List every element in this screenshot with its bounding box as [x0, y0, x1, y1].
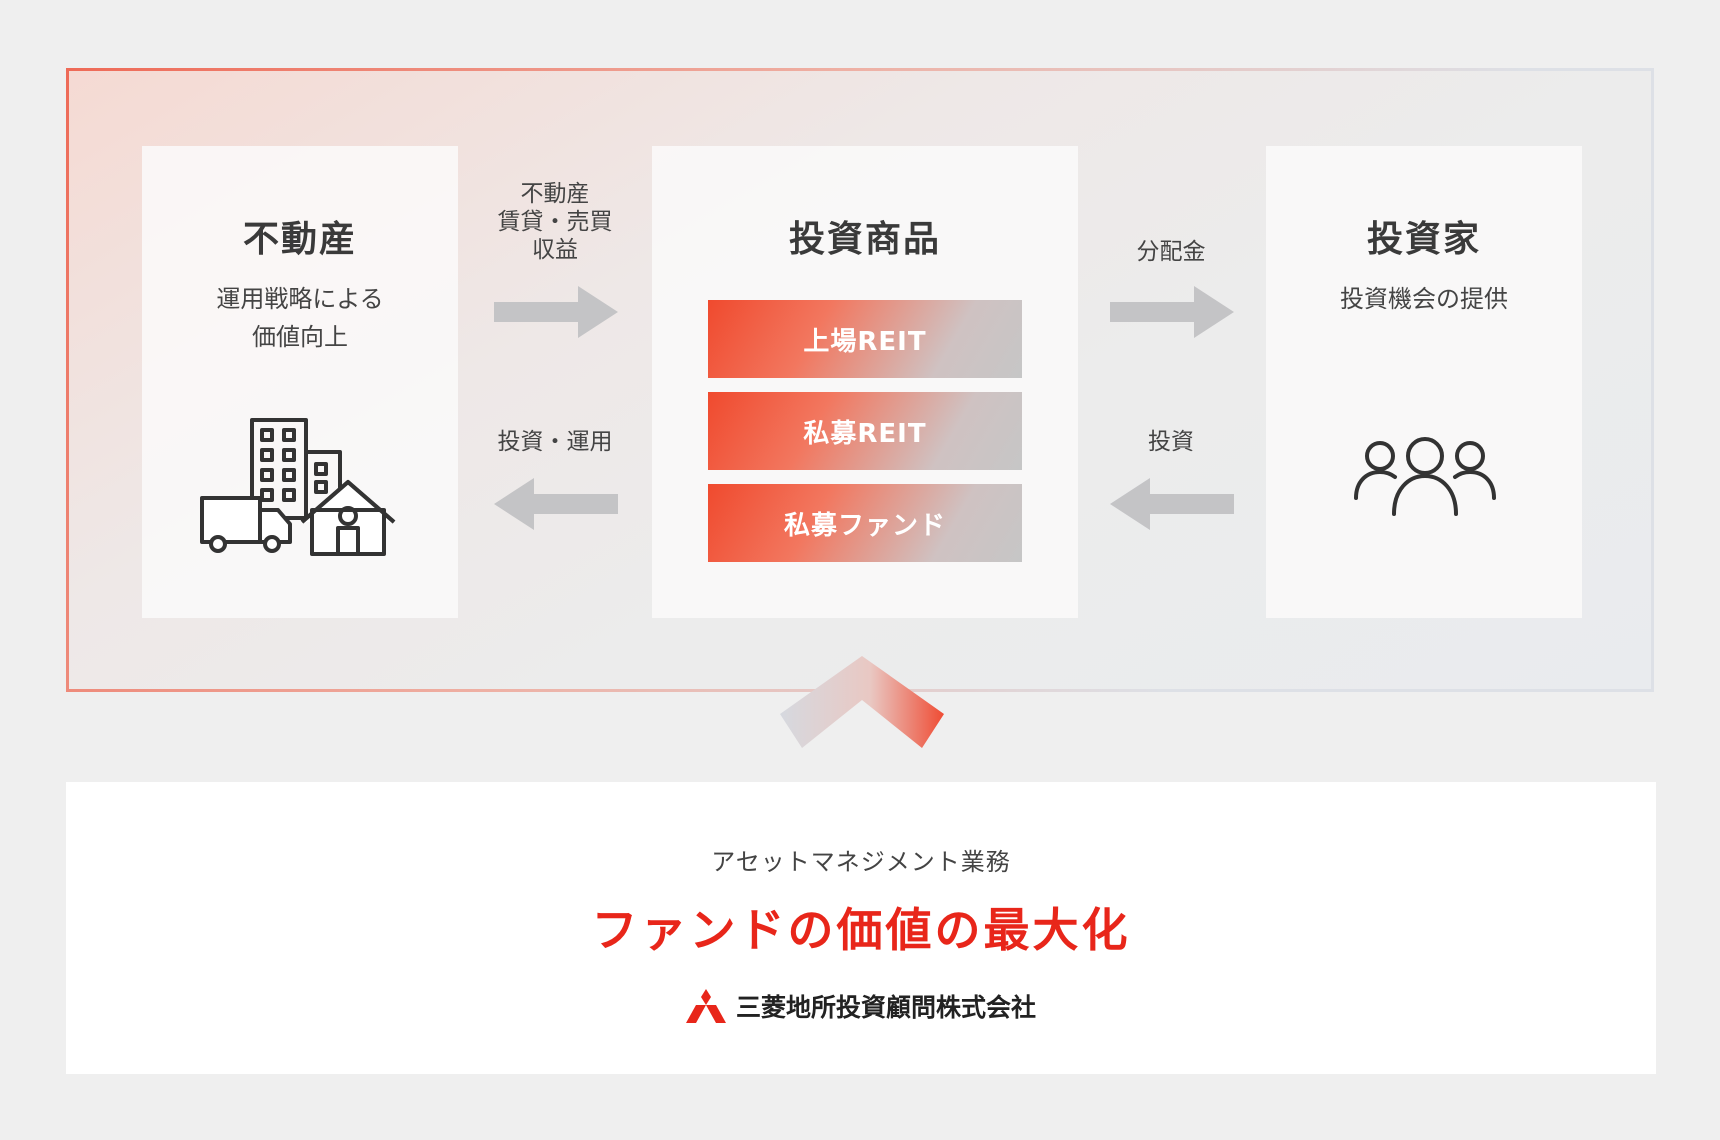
- investors-title: 投資家: [1366, 219, 1481, 260]
- real-estate-subtitle-line: 価値向上: [252, 323, 348, 351]
- arrow-right-icon: [494, 286, 618, 338]
- asset-management-panel: アセットマネジメント業務 ファンドの価値の最大化 三菱地所投資顧問株式会社: [66, 782, 1656, 1074]
- three-diamonds-logo: [685, 989, 726, 1023]
- real-estate-card: 不動産 運用戦略による 価値向上: [142, 146, 458, 618]
- product-private-reit: 私募REIT: [708, 392, 1022, 470]
- flow-label-rent-sales: 不動産 賃貸・売買 収益: [480, 180, 630, 264]
- flow-label-investment: 投資: [1148, 429, 1194, 455]
- people-group-icon: [1354, 437, 1496, 516]
- company-name: 三菱地所投資顧問株式会社: [735, 993, 1036, 1022]
- product-listed-reit: 上場REIT: [708, 300, 1022, 378]
- product-private-fund: 私募ファンド: [708, 484, 1022, 562]
- asset-management-subtitle: アセットマネジメント業務: [711, 848, 1011, 876]
- arrow-left-icon: [494, 478, 618, 530]
- real-estate-title: 不動産: [242, 219, 357, 260]
- real-estate-subtitle-line: 運用戦略による: [216, 285, 384, 313]
- flow-label-line: 収益: [532, 237, 578, 263]
- flow-label-invest-operate: 投資・運用: [497, 429, 613, 455]
- arrow-left-icon: [1110, 478, 1234, 530]
- flow-label-distribution: 分配金: [1136, 239, 1206, 265]
- buildings-truck-house-icon: [200, 418, 396, 556]
- investment-products-title: 投資商品: [788, 219, 941, 260]
- real-estate-subtitle: 運用戦略による 価値向上: [142, 280, 458, 356]
- investors-card: 投資家 投資機会の提供: [1266, 146, 1582, 618]
- investors-subtitle: 投資機会の提供: [1340, 285, 1508, 313]
- chevron-up-icon: [780, 656, 944, 748]
- company-signature: 三菱地所投資顧問株式会社: [66, 988, 1656, 1024]
- fund-value-maximization-title: ファンドの価値の最大化: [591, 903, 1131, 957]
- flow-label-line: 不動産: [520, 181, 590, 207]
- flow-label-line: 賃貸・売買: [497, 209, 613, 235]
- investment-products-card: 投資商品 上場REIT 私募REIT 私募ファンド: [652, 146, 1078, 618]
- arrow-right-icon: [1110, 286, 1234, 338]
